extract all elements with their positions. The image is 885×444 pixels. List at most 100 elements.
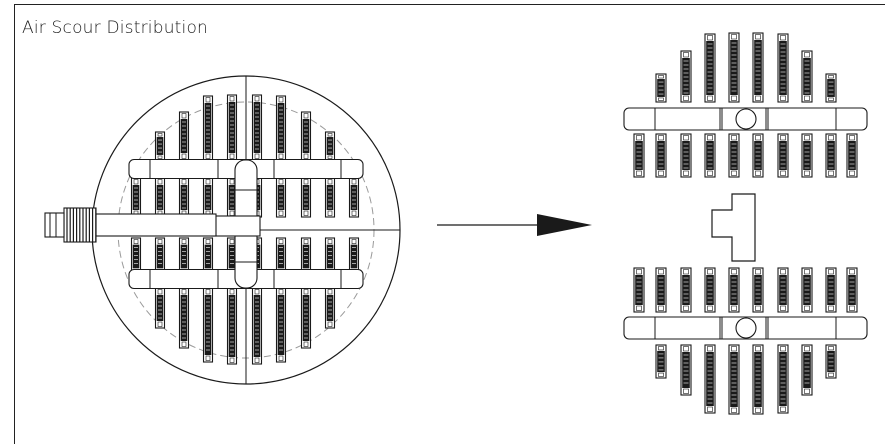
lateral-cap [205, 239, 211, 244]
lateral-cap [278, 239, 284, 244]
lower-lateral-assembly [623, 267, 868, 415]
lateral [728, 344, 740, 415]
lateral-cap [804, 269, 810, 275]
lateral-cap [658, 305, 664, 311]
lateral [680, 267, 692, 313]
lateral-cap [731, 305, 737, 311]
lateral-cap [278, 210, 284, 216]
lateral-cap [849, 170, 855, 176]
header-port [735, 108, 757, 130]
lateral [300, 111, 312, 161]
lateral-cap [327, 289, 333, 295]
lateral-cap [327, 155, 333, 159]
lateral-slots [277, 103, 285, 153]
lateral [130, 177, 142, 218]
direction-arrow [437, 214, 592, 236]
lateral [300, 287, 312, 349]
arrow-head [537, 214, 592, 236]
lateral-slots [326, 295, 334, 321]
lateral-slots [779, 141, 787, 170]
lateral [704, 33, 716, 103]
lateral [825, 73, 837, 103]
lateral-cap [755, 305, 761, 311]
lateral-slots [156, 185, 164, 210]
lateral-cap [780, 305, 786, 311]
lateral [655, 73, 667, 103]
lateral-slots [350, 185, 358, 210]
lateral-slots [706, 141, 714, 170]
lateral [178, 177, 190, 218]
lateral [846, 133, 858, 178]
lateral-cap [327, 133, 333, 137]
lateral-cap [849, 305, 855, 311]
inlet-pipe [95, 213, 217, 237]
assembled-distributor [44, 75, 401, 385]
lateral [777, 33, 789, 103]
lateral [704, 267, 716, 313]
lateral-cap [181, 179, 187, 185]
upper-lateral-assembly [623, 32, 868, 178]
lateral-cap [133, 179, 139, 185]
lateral-cap [254, 357, 260, 363]
lateral-cap [205, 153, 211, 159]
lateral-slots [302, 119, 310, 153]
lateral-cap [254, 153, 260, 159]
lateral-cap [658, 170, 664, 176]
lateral-slots [326, 137, 334, 155]
lateral-cap [683, 269, 689, 275]
lateral-cap [828, 346, 834, 351]
lateral-cap [780, 269, 786, 275]
lateral-cap [731, 170, 737, 176]
lateral [633, 267, 645, 313]
lateral-slots [156, 137, 164, 155]
lateral-slots [253, 102, 261, 153]
lateral-cap [731, 95, 737, 101]
lateral-slots [326, 185, 334, 210]
lateral-cap [828, 269, 834, 275]
lateral-cap [755, 135, 761, 141]
lateral-cap [683, 305, 689, 311]
lateral-cap [755, 269, 761, 275]
lateral-slots [730, 40, 738, 95]
lateral-cap [229, 153, 235, 159]
lateral-cap [731, 269, 737, 275]
lateral-cap [804, 170, 810, 176]
lateral-cap [780, 35, 786, 41]
exploded-distributor [623, 32, 868, 415]
lateral [777, 267, 789, 313]
lateral-cap [157, 133, 163, 137]
lateral-cap [828, 170, 834, 176]
lateral-cap [828, 97, 834, 101]
lateral [655, 133, 667, 178]
lateral-cap [707, 35, 713, 41]
lateral-slots [204, 244, 212, 269]
lateral-cap [278, 179, 284, 185]
lateral-cap [278, 355, 284, 361]
lateral-cap [755, 407, 761, 413]
lateral-cap [683, 388, 689, 394]
lateral-cap [351, 210, 357, 216]
lateral [846, 267, 858, 313]
lateral-cap [303, 179, 309, 185]
lateral [655, 344, 667, 379]
lateral-cap [327, 179, 333, 185]
lateral-cap [707, 269, 713, 275]
lateral-cap [683, 135, 689, 141]
lateral-cap [157, 289, 163, 295]
lateral [777, 133, 789, 178]
lateral-cap [707, 135, 713, 141]
lateral [801, 133, 813, 178]
lateral-cap [181, 239, 187, 244]
lateral-slots [302, 244, 310, 269]
lateral-cap [658, 97, 664, 101]
lateral-cap [804, 95, 810, 101]
air-scour-diagram [44, 32, 868, 415]
lateral [202, 177, 214, 218]
lateral-cap [229, 357, 235, 363]
lateral-slots [848, 141, 856, 170]
tee-fitting [711, 193, 756, 262]
lateral [226, 94, 238, 161]
lateral-cap [780, 95, 786, 101]
lateral-slots [302, 185, 310, 210]
lateral-slots [204, 295, 212, 355]
